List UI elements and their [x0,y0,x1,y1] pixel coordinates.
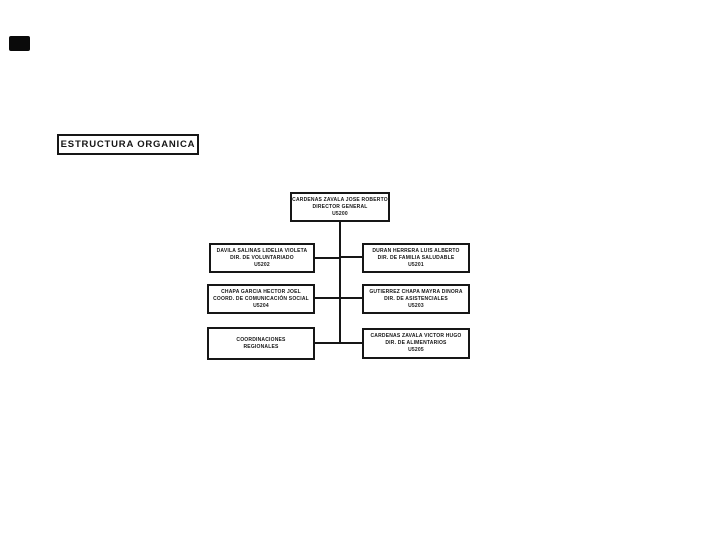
node-code: U5201 [408,261,424,268]
node-code: U5204 [253,302,269,309]
org-node-coord-comunicacion-social: CHAPA GARCIA HECTOR JOEL COORD. DE COMUN… [207,284,315,314]
node-code: U5200 [332,210,348,217]
node-name: DAVILA SALINAS LIDELIA VIOLETA [216,247,308,254]
org-node-dir-asistenciales: GUTIERREZ CHAPA MAYRA DINORA DIR. DE ASI… [362,284,470,314]
connector-row1-left [315,257,339,259]
org-node-coordinaciones-regionales: COORDINACIONES REGIONALES [207,327,315,360]
org-node-dir-voluntariado: DAVILA SALINAS LIDELIA VIOLETA DIR. DE V… [209,243,315,273]
corner-mark [9,36,30,51]
node-code: U5205 [408,347,424,353]
node-role: DIR. DE ASISTENCIALES [384,295,448,302]
node-name: COORDINACIONES REGIONALES [236,336,286,350]
node-name: CHAPA GARCIA HECTOR JOEL [221,288,301,295]
node-name: CARDENAS ZAVALA JOSE ROBERTO [292,196,388,203]
page-title-box: ESTRUCTURA ORGANICA [57,134,199,155]
node-name: DURAN HERRERA LUIS ALBERTO [372,247,460,254]
connector-row1-right [339,256,362,258]
org-node-dir-alimentarios: CARDENAS ZAVALA VICTOR HUGO DIR. DE ALIM… [362,328,470,359]
page-title: ESTRUCTURA ORGANICA [60,139,196,150]
node-role: COORD. DE COMUNICACIÓN SOCIAL [213,295,309,302]
connector-trunk [339,222,341,343]
node-role: DIRECTOR GENERAL [312,203,368,210]
node-role: DIR. DE FAMILIA SALUDABLE [377,254,455,261]
org-node-director-general: CARDENAS ZAVALA JOSE ROBERTO DIRECTOR GE… [290,192,390,222]
node-name: CARDENAS ZAVALA VICTOR HUGO [370,333,462,339]
node-code: U5203 [408,302,424,309]
node-code: U5202 [254,261,270,268]
org-node-dir-familia-saludable: DURAN HERRERA LUIS ALBERTO DIR. DE FAMIL… [362,243,470,273]
node-role: DIR. DE VOLUNTARIADO [230,254,294,261]
node-role: DIR. DE ALIMENTARIOS [385,340,447,346]
connector-row2-left [315,297,339,299]
connector-row2-right [339,297,362,299]
node-name: GUTIERREZ CHAPA MAYRA DINORA [369,288,463,295]
connector-row3-left [315,342,339,344]
connector-row3-right [339,342,362,344]
